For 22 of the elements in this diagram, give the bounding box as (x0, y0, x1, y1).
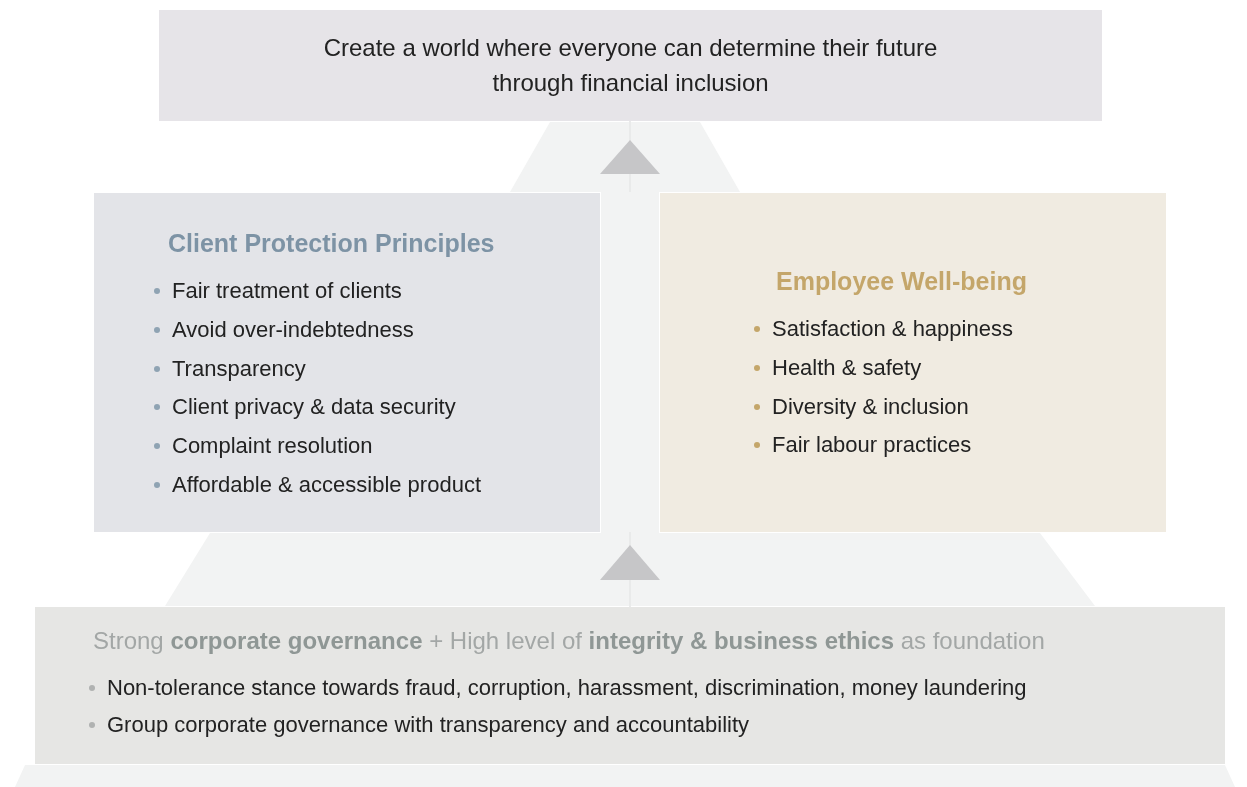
pillar-box (660, 193, 1166, 532)
arrow (600, 531, 660, 608)
bullet-text: Satisfaction & happiness (772, 316, 1013, 343)
bullet-text: Non-tolerance stance towards fraud, corruption, harassment, discrimination, money laundering (107, 674, 1027, 701)
section-heading: Employee Well-being (775, 267, 1027, 296)
bullet-text: Affordable & accessible product (172, 471, 481, 498)
bullet-text: Health & safety (772, 355, 922, 382)
arrow (600, 120, 660, 193)
goal-box (159, 10, 1102, 121)
pillar-box (94, 193, 600, 532)
bullet-text: Diversity & inclusion (772, 393, 969, 420)
foundation-box (35, 607, 1225, 764)
bullet-text: Fair labour practices (772, 432, 972, 459)
bullet-text: Transparency (172, 355, 306, 382)
bullet-text: Client privacy & data security (172, 394, 456, 421)
bullet-text: Avoid over-indebtedness (172, 317, 414, 344)
goal-text: Create a world where everyone can determine their future through financial inclusion (322, 32, 939, 98)
section-heading: Strong corporate governance + High level of integrity & business ethics as foundation (92, 627, 1046, 655)
section-heading: Client Protection Principles (167, 229, 495, 258)
bullet-text: Complaint resolution (172, 433, 373, 460)
bullet-text: Group corporate governance with transparency and accountability (107, 711, 750, 738)
bullet-text: Fair treatment of clients (172, 278, 402, 305)
